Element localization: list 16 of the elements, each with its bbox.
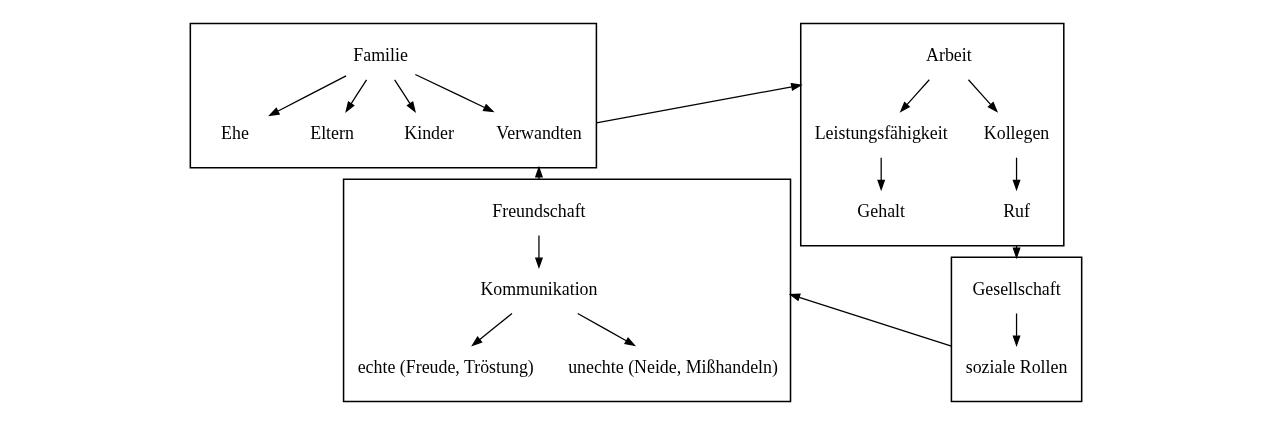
node-text: Eltern (310, 123, 354, 144)
node-text: unechte (Neide, Mißhandeln) (568, 357, 778, 378)
node-text: Ehe (221, 123, 249, 144)
node-text: Leistungsfähigkeit (814, 123, 948, 144)
node-text: Kinder (404, 123, 454, 144)
node-text: Ruf (1003, 201, 1030, 222)
node-text: Kommunikation (480, 279, 598, 300)
node-text: Verwandten (496, 123, 582, 144)
node-text: Freundschaft (492, 201, 586, 222)
node-text: Familie (353, 45, 408, 66)
node-text: echte (Freude, Tröstung) (357, 357, 534, 378)
node-text: soziale Rollen (965, 357, 1068, 378)
node-text: Arbeit (926, 45, 972, 66)
node-text: Kollegen (983, 123, 1050, 144)
node-text: Gesellschaft (972, 279, 1061, 300)
node-text: Gehalt (857, 201, 905, 222)
